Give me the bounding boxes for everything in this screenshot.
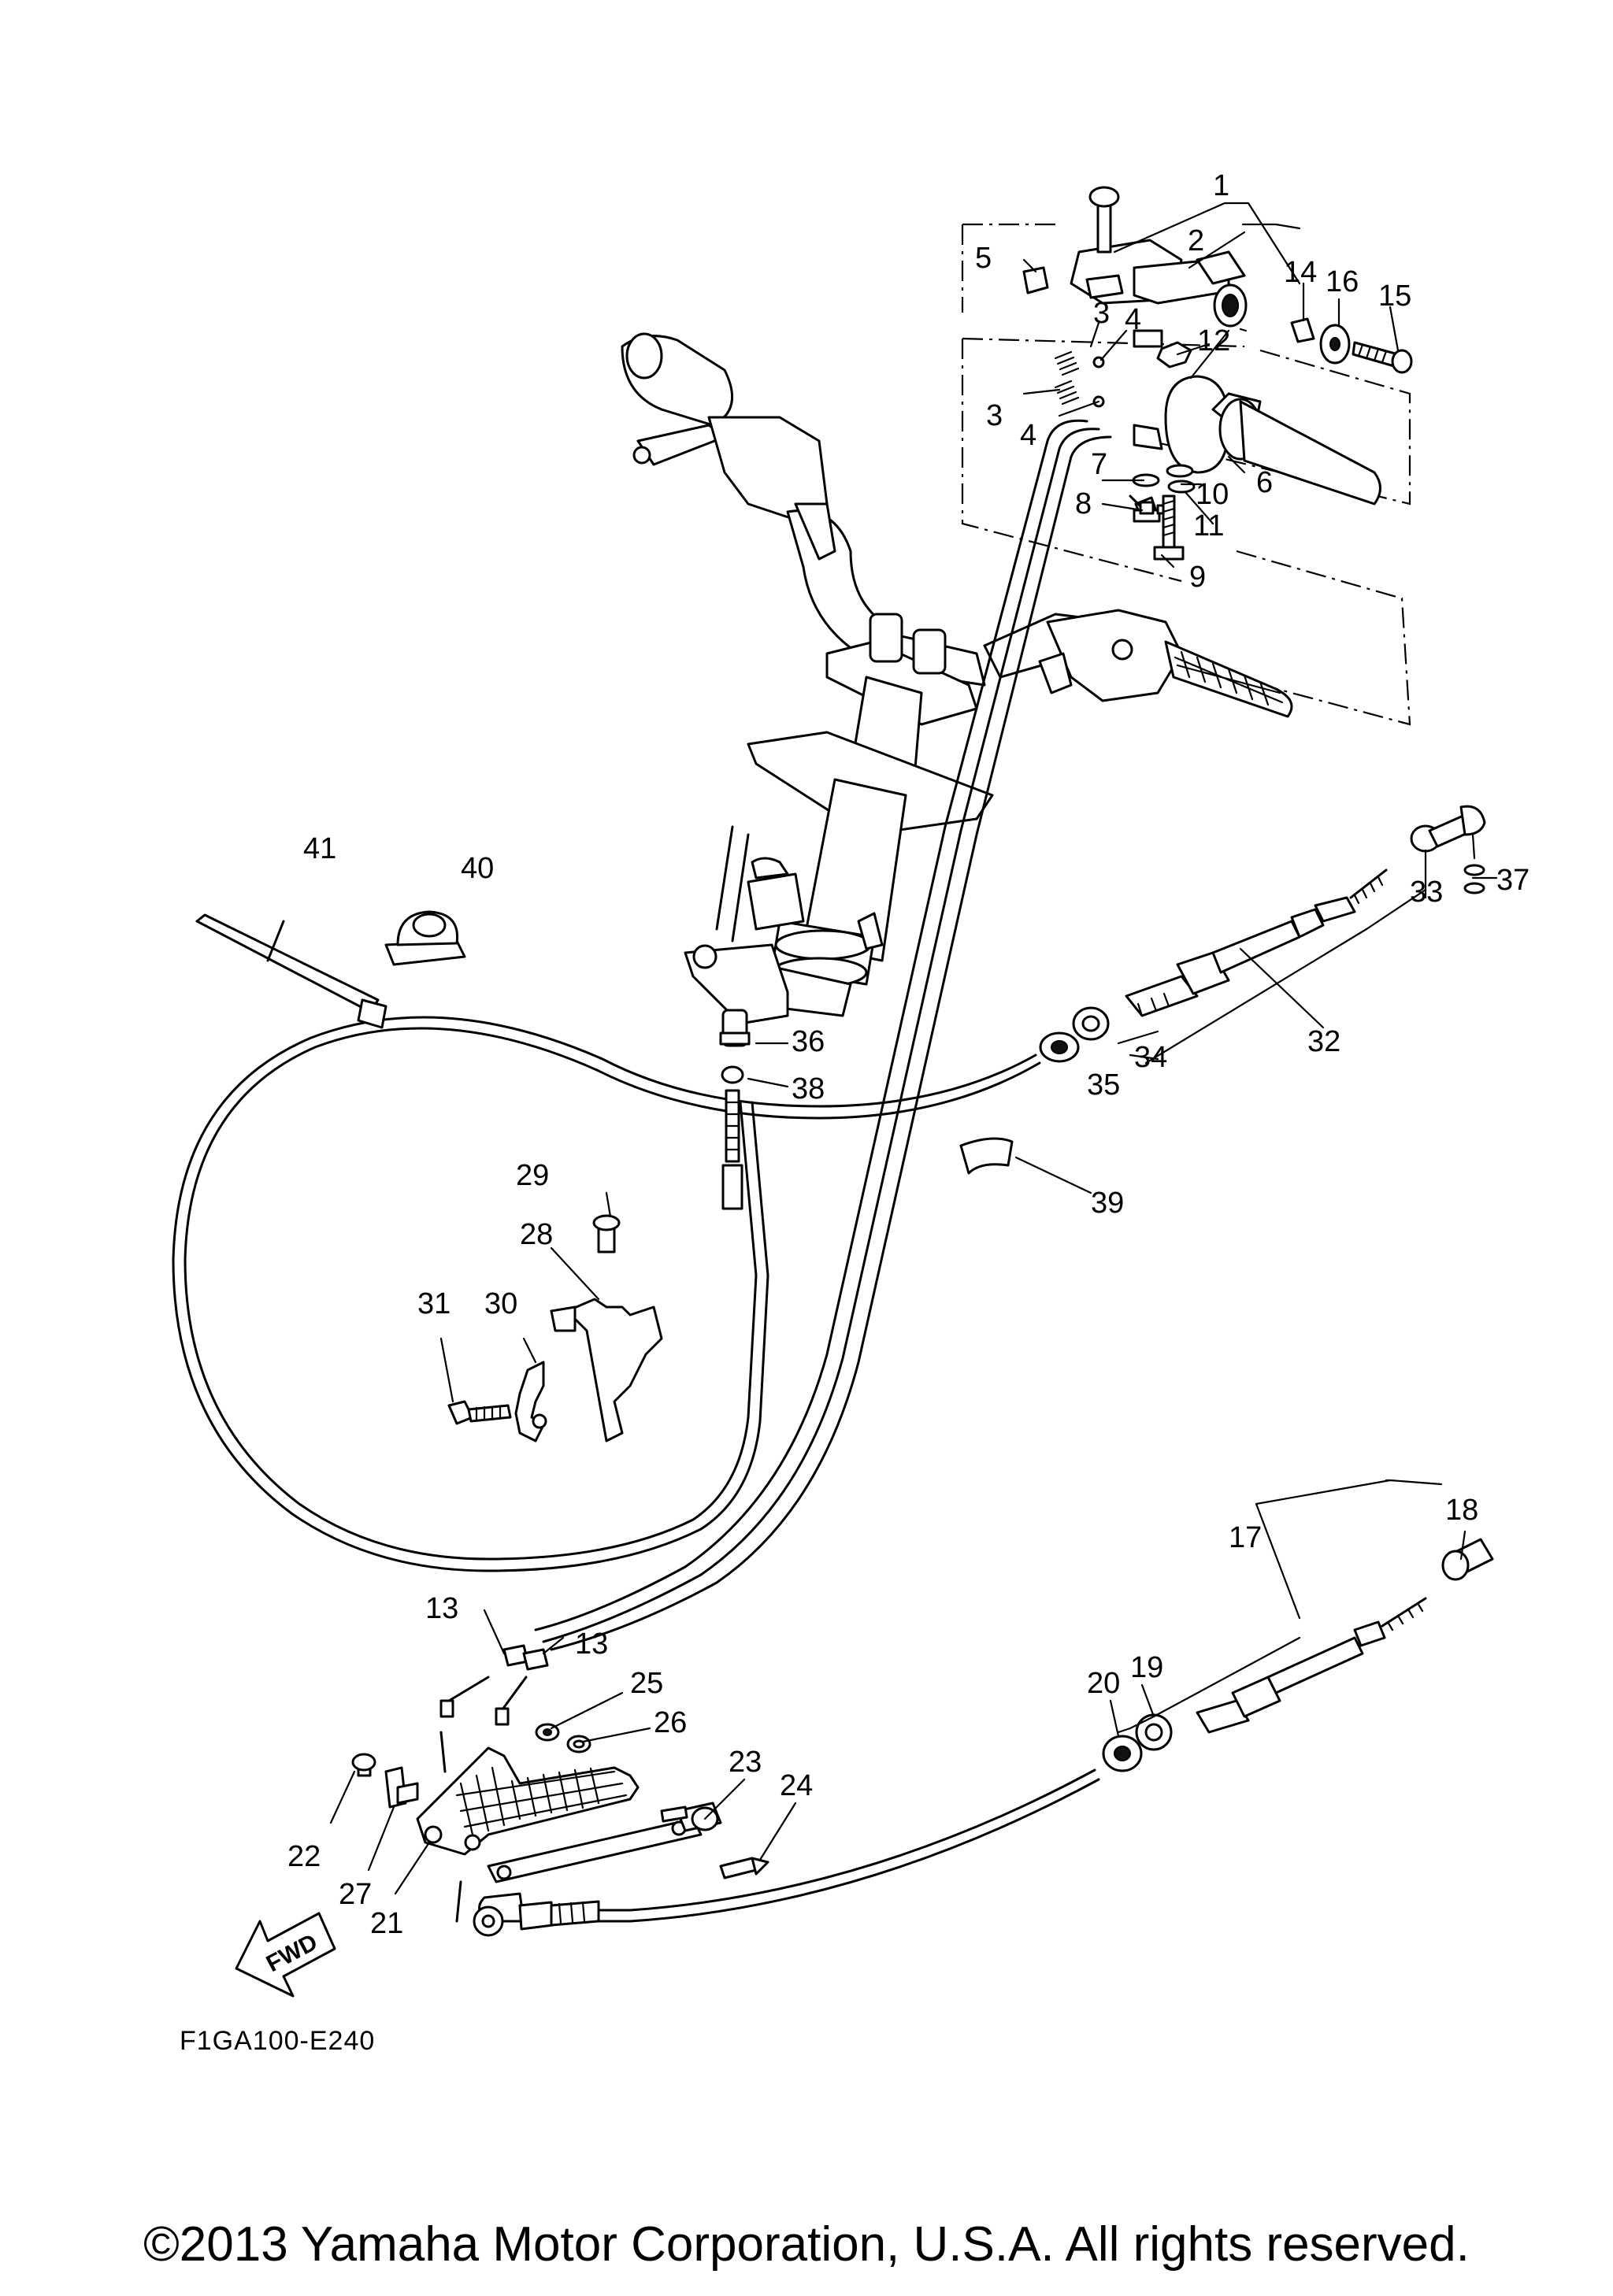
throttle-cable [534,419,1112,1651]
callout-15: 15 [1378,280,1411,313]
cable-17 [473,1538,1494,1937]
callout-6: 6 [1256,466,1273,499]
callout-labels: 1 2 3 4 3 4 5 6 7 8 9 10 11 12 13 13 14 … [287,169,1530,1940]
callout-12: 12 [1197,324,1230,357]
bracket-30 [447,1361,547,1442]
callout-16: 16 [1326,265,1359,298]
callout-19: 19 [1130,1651,1163,1684]
callout-41: 41 [303,832,336,865]
callout-30: 30 [484,1287,517,1320]
callout-32: 32 [1307,1025,1340,1058]
callout-39: 39 [1091,1187,1124,1220]
cable-32 [1039,805,1486,1063]
copyright-notice: ©2013 Yamaha Motor Corporation, U.S.A. A… [143,2217,1470,2272]
callout-22: 22 [287,1840,321,1873]
callout-9: 9 [1189,561,1206,594]
callout-26: 26 [654,1706,687,1739]
callout-37: 37 [1496,864,1530,897]
callout-27: 27 [339,1878,372,1911]
callout-14: 14 [1284,256,1317,289]
callout-5: 5 [975,242,992,275]
cable-end-36-38 [719,1009,751,1210]
callout-8: 8 [1075,487,1092,520]
pad-39 [959,1137,1014,1175]
callout-40: 40 [461,852,494,885]
lever-bracket [351,1644,769,1923]
callout-1: 1 [1213,169,1229,202]
fwd-arrow: FWD [235,1912,336,1998]
callout-10: 10 [1196,478,1229,511]
callout-13b: 13 [575,1628,608,1661]
callout-34: 34 [1134,1041,1167,1074]
callout-35: 35 [1087,1068,1120,1102]
diagram-code: F1GA100-E240 [180,2026,375,2056]
callout-33: 33 [1410,876,1443,909]
callout-20: 20 [1087,1667,1120,1700]
callout-36: 36 [792,1025,825,1058]
callout-13: 13 [425,1592,458,1625]
throttle-grip-assembly [1022,186,1248,348]
callout-28: 28 [520,1218,553,1251]
callout-18: 18 [1445,1494,1478,1527]
callout-38: 38 [792,1072,825,1105]
throttle-housing-6 [1129,375,1381,521]
callout-25: 25 [630,1667,663,1700]
callout-24: 24 [780,1769,813,1802]
callout-3b: 3 [986,399,1003,432]
callout-11: 11 [1193,509,1224,543]
steering-column [684,613,994,1025]
leader-lines [329,202,1498,1895]
callout-3: 3 [1093,297,1110,330]
callout-2: 2 [1188,224,1204,257]
cable-tie-41 [195,913,387,1029]
callout-23: 23 [729,1746,762,1779]
cable-loop [172,1016,1041,1572]
callout-7: 7 [1091,448,1107,481]
right-handlebar [983,609,1293,718]
callout-17: 17 [1229,1521,1262,1554]
callout-29: 29 [516,1159,549,1192]
callout-21: 21 [370,1907,403,1940]
callout-31: 31 [417,1287,451,1320]
bracket-28 [550,1214,663,1442]
screws-7-11 [1132,464,1196,561]
grip-end-14-16 [1290,317,1413,374]
callout-4: 4 [1125,303,1141,336]
clamp-40 [384,910,466,966]
springs-and-detent [1054,341,1192,408]
callout-4b: 4 [1020,419,1036,452]
